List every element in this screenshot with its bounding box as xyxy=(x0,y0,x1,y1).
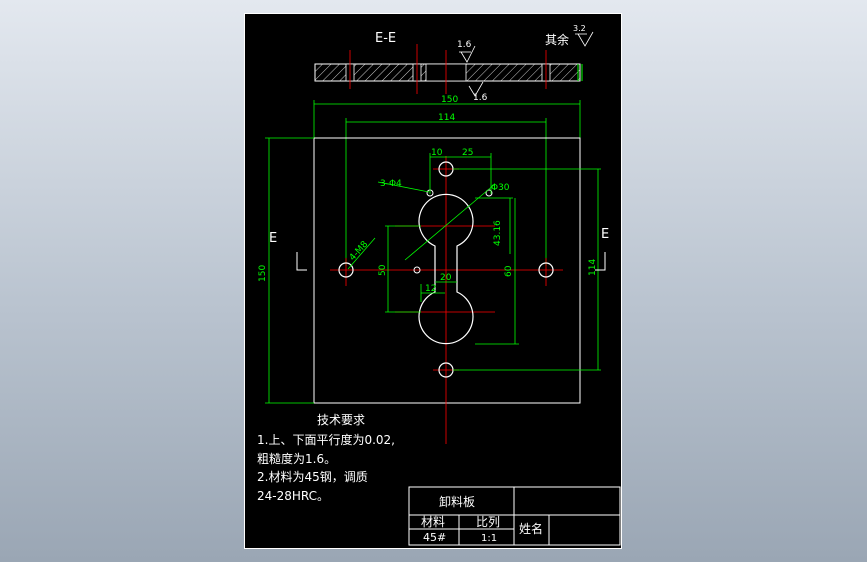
dim-hole-offset: 10 xyxy=(429,148,446,194)
keyhole-slot xyxy=(418,193,474,345)
notes-line-4: 24-28HRC。 xyxy=(257,489,329,503)
drawing-canvas: E-E 1.6 1.6 其余 3.2 150 xyxy=(257,24,621,546)
small-holes xyxy=(413,189,493,274)
svg-text:12: 12 xyxy=(425,284,436,294)
dim-neck-width-inner: 12 xyxy=(420,284,445,302)
svg-text:114: 114 xyxy=(438,113,455,123)
leader-large-circle: Φ30 xyxy=(404,183,510,261)
svg-text:10: 10 xyxy=(431,148,443,158)
svg-text:其余: 其余 xyxy=(545,32,569,47)
dim-width-holes: 114 xyxy=(345,113,547,266)
dim-slot-depth: 43.16 xyxy=(475,197,513,254)
name-label: 姓名 xyxy=(519,521,543,536)
title-block xyxy=(408,486,621,546)
dim-slot-height-right: 60 xyxy=(475,198,519,345)
dim-neck-width: 20 xyxy=(435,273,457,283)
roughness-symbol-bottom: 1.6 xyxy=(468,81,488,103)
svg-text:3.2: 3.2 xyxy=(573,24,586,33)
section-view xyxy=(314,44,583,94)
svg-text:150: 150 xyxy=(258,265,268,282)
svg-text:20: 20 xyxy=(440,273,452,283)
notes-line-2: 粗糙度为1.6。 xyxy=(257,451,336,466)
roughness-symbol-other: 其余 3.2 xyxy=(545,24,594,47)
scale-value: 1:1 xyxy=(481,533,497,544)
dim-width-overall: 150 xyxy=(313,95,581,138)
section-mark-left: E xyxy=(269,231,307,271)
leader-tapped-holes: 4-M8 xyxy=(347,237,376,270)
svg-text:Φ30: Φ30 xyxy=(491,183,510,193)
svg-text:1.6: 1.6 xyxy=(473,93,488,103)
svg-text:E: E xyxy=(269,231,277,246)
scale-label: 比列 xyxy=(476,515,500,529)
dim-slot-height-left: 50 xyxy=(378,225,421,313)
drawing-sheet: E-E 1.6 1.6 其余 3.2 150 xyxy=(244,13,622,549)
notes-heading: 技术要求 xyxy=(317,413,365,427)
notes-line-3: 2.材料为45钢，调质 xyxy=(257,470,368,484)
material-label: 材料 xyxy=(421,515,445,529)
roughness-symbol-top: 1.6 xyxy=(457,40,476,63)
dim-height-overall: 150 xyxy=(258,137,314,404)
plate-outline xyxy=(313,137,581,404)
svg-text:4-M8: 4-M8 xyxy=(348,239,371,263)
tapped-hole-right xyxy=(538,262,554,278)
notes-line-1: 1.上、下面平行度为0.02, xyxy=(257,432,395,447)
part-name: 卸料板 xyxy=(439,494,475,509)
svg-text:25: 25 xyxy=(462,148,473,158)
svg-text:3-Φ4: 3-Φ4 xyxy=(380,179,402,189)
section-label: E-E xyxy=(375,31,396,46)
material-value: 45# xyxy=(423,531,446,544)
tapped-hole-left xyxy=(338,262,354,278)
svg-text:114: 114 xyxy=(588,259,598,276)
svg-text:E: E xyxy=(601,227,609,242)
leader-small-holes: 3-Φ4 xyxy=(377,179,430,193)
svg-text:60: 60 xyxy=(504,265,514,277)
section-mark-right: E xyxy=(595,227,609,271)
center-lines xyxy=(330,156,563,444)
svg-text:1.6: 1.6 xyxy=(457,40,472,50)
technical-notes: 技术要求 1.上、下面平行度为0.02, 粗糙度为1.6。 2.材料为45钢，调… xyxy=(257,413,395,503)
svg-text:43.16: 43.16 xyxy=(493,220,503,246)
svg-text:50: 50 xyxy=(378,264,388,276)
svg-text:150: 150 xyxy=(441,95,458,105)
dim-height-holes: 114 xyxy=(453,168,601,371)
